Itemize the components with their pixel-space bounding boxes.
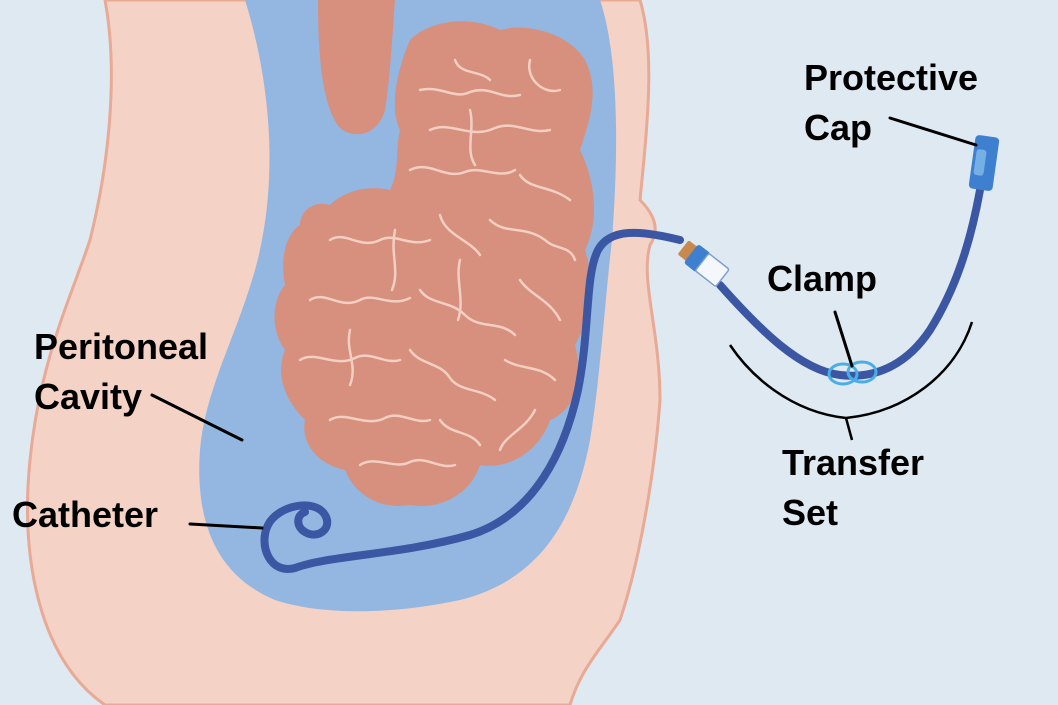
catheter-leader (188, 522, 264, 530)
peritoneal-cavity-leader (150, 393, 244, 442)
protective-cap-label: Protective Cap (804, 53, 978, 153)
protective-cap-icon (968, 135, 1000, 191)
protective-cap-leader (888, 116, 978, 147)
stomach-lobe (318, 0, 395, 135)
transfer-set-label-line2: Set (782, 492, 839, 533)
transfer-set-label-line1: Transfer (782, 442, 925, 483)
intestines-icon (274, 21, 595, 506)
leader-lines (150, 116, 978, 530)
clamp-icon (827, 360, 878, 386)
catheter-label-text: Catheter (12, 494, 159, 535)
transfer-set-brace-tick (844, 417, 854, 441)
peritoneal-cavity-label-line2: Cavity (34, 376, 143, 417)
clamp-label: Clamp (767, 254, 877, 304)
peritoneal-cavity-label-line1: Peritoneal (34, 326, 209, 367)
clamp-label-text: Clamp (767, 258, 878, 299)
catheter-label: Catheter (12, 490, 158, 540)
clamp-leader (833, 310, 854, 368)
connector-icon (678, 240, 730, 287)
catheter-tube-icon (260, 228, 684, 573)
protective-cap-label-line2: Cap (804, 107, 873, 148)
transfer-set-label: Transfer Set (782, 438, 924, 538)
intestine-mass (274, 21, 595, 506)
intestine-folds (298, 58, 577, 468)
transfer-set-tube (716, 186, 984, 380)
peritoneal-cavity-label: Peritoneal Cavity (34, 322, 208, 422)
protective-cap-label-line1: Protective (804, 57, 979, 98)
